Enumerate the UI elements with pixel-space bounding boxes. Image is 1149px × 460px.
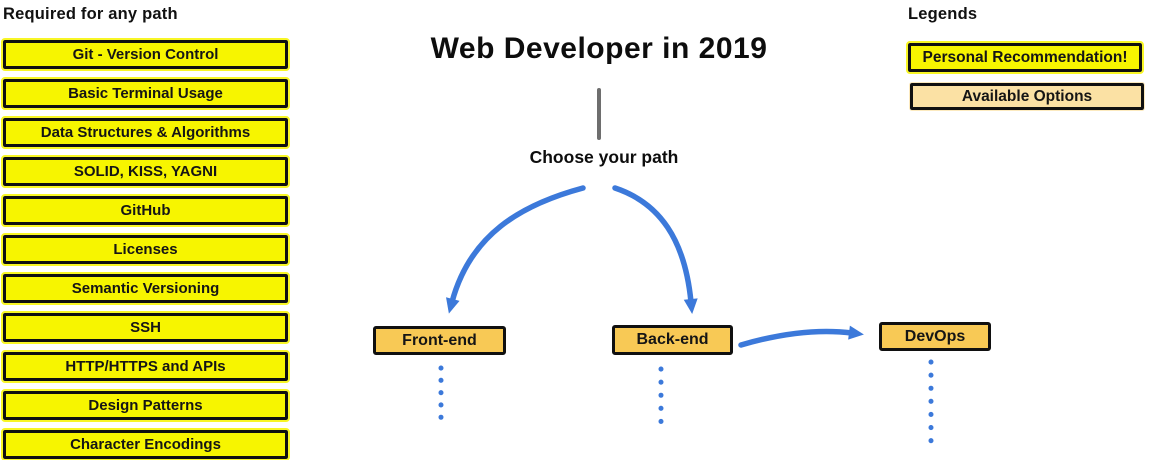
path-box-devops: DevOps — [879, 322, 991, 351]
arrow-backend-to-devops-icon — [738, 325, 864, 348]
required-item-dsa: Data Structures & Algorithms — [1, 116, 290, 149]
path-box-backend: Back-end — [612, 325, 733, 355]
required-list: Git - Version Control Basic Terminal Usa… — [1, 38, 290, 460]
legends-header: Legends — [908, 5, 978, 23]
required-item-git: Git - Version Control — [1, 38, 290, 71]
required-item-solid: SOLID, KISS, YAGNI — [1, 155, 290, 188]
required-header: Required for any path — [3, 5, 178, 23]
arrow-to-frontend-icon — [446, 185, 586, 314]
legend-available-options: Available Options — [909, 82, 1145, 111]
required-item-http-apis: HTTP/HTTPS and APIs — [1, 350, 290, 383]
required-item-github: GitHub — [1, 194, 290, 227]
required-item-encodings: Character Encodings — [1, 428, 290, 460]
legend-personal-recommendation: Personal Recommendation! — [906, 41, 1144, 74]
required-item-ssh: SSH — [1, 311, 290, 344]
required-item-terminal: Basic Terminal Usage — [1, 77, 290, 110]
required-item-design-patterns: Design Patterns — [1, 389, 290, 422]
required-item-semver: Semantic Versioning — [1, 272, 290, 305]
page-title: Web Developer in 2019 — [430, 32, 768, 65]
choose-your-path-label: Choose your path — [529, 147, 679, 167]
required-item-licenses: Licenses — [1, 233, 290, 266]
divider-line — [597, 88, 601, 140]
path-box-frontend: Front-end — [373, 326, 506, 355]
arrow-to-backend-icon — [612, 185, 698, 314]
